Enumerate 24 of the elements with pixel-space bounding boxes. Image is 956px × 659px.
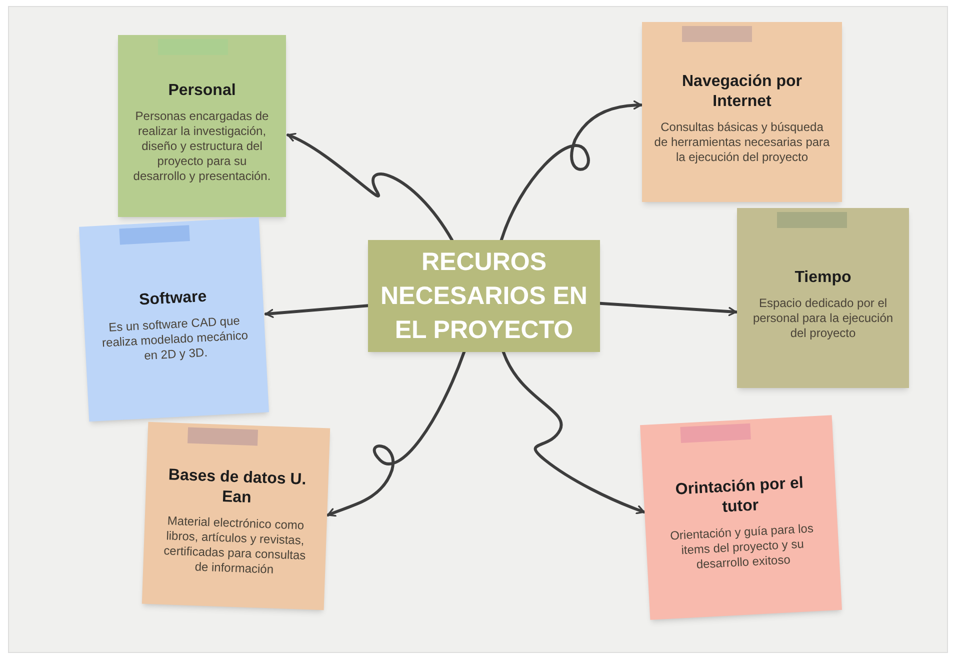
note-text: Personas encargadas de realizar la investigación, diseño y estructura del proyecto para su desarrollo y presentación. (132, 108, 272, 184)
note-heading: Bases de datos U. Ean (167, 466, 308, 509)
curly-arrow (500, 100, 642, 242)
note-heading: Orintación por el tutor (674, 474, 805, 518)
note-text: Material electrónico como libros, artículos y revistas, certificadas para consultas de información (162, 513, 307, 578)
note-text: Orientación y guía para los items del proyecto y su desarrollo exitoso (668, 520, 815, 574)
curly-arrow (286, 133, 454, 242)
note-heading: Personal (168, 80, 236, 100)
title-text: RECUROS NECESARIOS EN EL PROYECTO (380, 247, 588, 346)
sticky-note (737, 208, 909, 388)
sticky-note (642, 22, 842, 202)
note-text: Consultas básicas y búsqueda de herramientas necesarias para la ejecución del proyecto (654, 120, 830, 164)
note-heading: Software (138, 287, 208, 311)
note-text: Es un software CAD que realiza modelado mecánico en 2D y 3D. (100, 312, 250, 365)
curly-arrow (502, 350, 646, 514)
title-box (368, 240, 600, 352)
note-text: Espacio dedicado por el personal para la ejecución del proyecto (752, 296, 894, 340)
note-heading: Tiempo (794, 268, 852, 288)
note-heading: Navegación por Internet (680, 72, 804, 112)
curly-arrow (598, 302, 738, 316)
sticky-note (118, 35, 286, 217)
curly-arrow (326, 350, 466, 517)
sticky-note (142, 422, 330, 610)
curly-arrow (264, 304, 370, 318)
